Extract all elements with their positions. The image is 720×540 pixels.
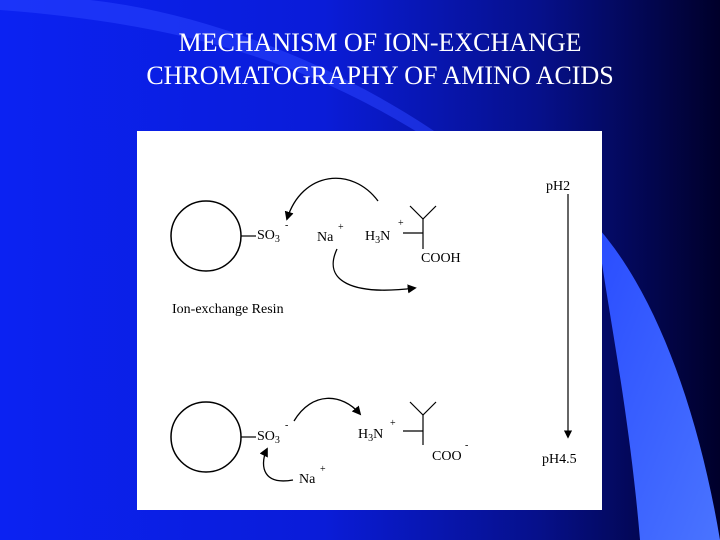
background-swoosh-right [600, 230, 720, 540]
sulfonate-charge-bottom: - [285, 420, 289, 431]
carboxylate-charge-bottom: - [465, 440, 469, 451]
bond-branch-left-top [409, 205, 424, 220]
sulfonate-group-bottom: SO3 [257, 429, 280, 447]
arrow-sodium-release-top [332, 248, 417, 294]
sodium-ion-bottom: Na [299, 472, 316, 487]
amine-charge-bottom: + [390, 418, 396, 429]
sulfonate-group-top: SO3 [257, 228, 280, 246]
title-line-1: MECHANISM OF ION-EXCHANGE [178, 28, 582, 57]
diagram-panel: SO3 - Na + H3N + COOH Ion-exchange Resin… [137, 131, 602, 510]
sodium-ion-top: Na [317, 230, 334, 245]
sodium-charge-bottom: + [320, 464, 326, 475]
arrow-resin-to-amino-bottom [293, 397, 362, 422]
bond-branch-right-top [422, 205, 437, 220]
resin-bead-bottom [170, 401, 242, 473]
arrow-sodium-to-resin-bottom [259, 447, 294, 482]
carboxyl-group-top: COOH [421, 251, 461, 266]
slide-title: MECHANISM OF ION-EXCHANGE CHROMATOGRAPHY… [0, 26, 720, 92]
title-line-2: CHROMATOGRAPHY OF AMINO ACIDS [146, 61, 614, 90]
sulfonate-charge-top: - [285, 220, 289, 231]
carboxylate-group-bottom: COO [432, 449, 462, 464]
amine-group-top: H3N [365, 229, 391, 247]
ph-start-label: pH2 [546, 179, 571, 194]
ph-end-label: pH4.5 [542, 452, 577, 467]
bond-branch-left-bottom [409, 401, 424, 416]
resin-label: Ion-exchange Resin [172, 302, 284, 317]
resin-bead-top [170, 200, 242, 272]
bond-branch-right-bottom [422, 401, 437, 416]
arrow-amino-to-resin-top [284, 177, 379, 221]
sodium-charge-top: + [338, 222, 344, 233]
amine-charge-top: + [398, 218, 404, 229]
amine-group-bottom: H3N [358, 427, 384, 445]
